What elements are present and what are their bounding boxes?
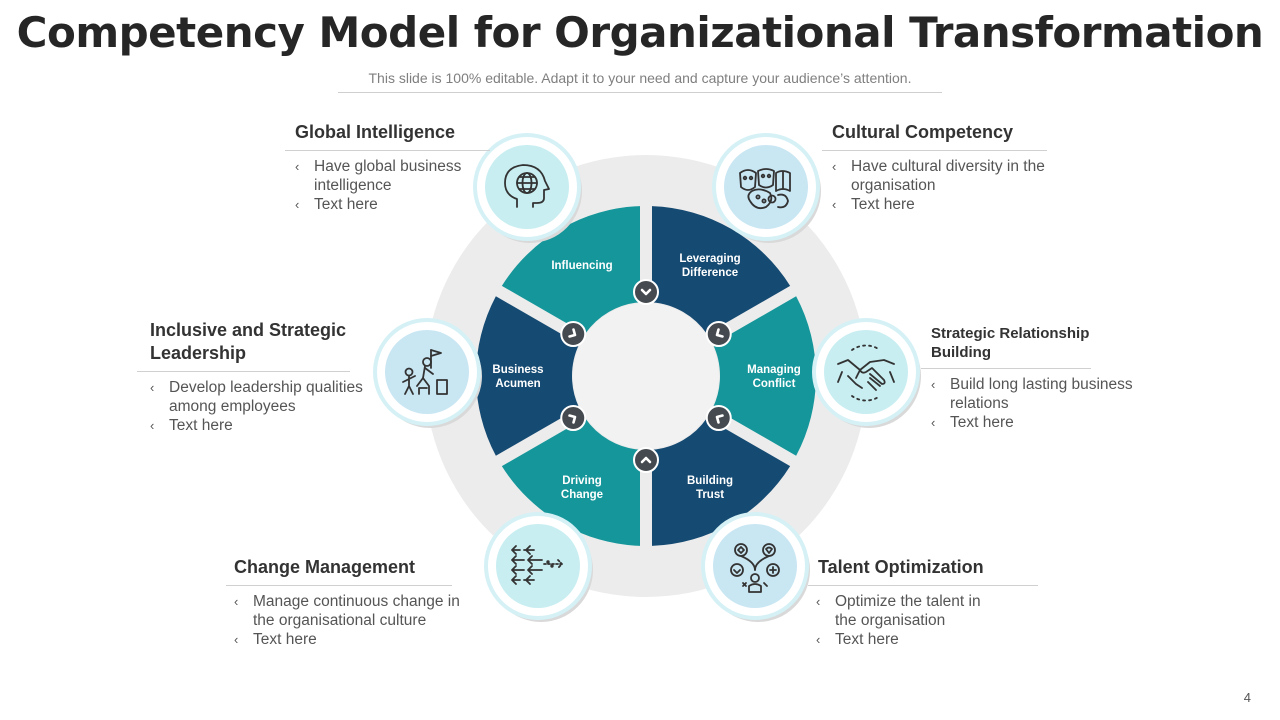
chevron-icon <box>568 414 577 424</box>
icon-badge <box>385 330 469 414</box>
connector-knob <box>560 405 587 431</box>
slide-subtitle: This slide is 100% editable. Adapt it to… <box>338 70 942 93</box>
handshake-icon <box>837 344 895 402</box>
chevron-icon <box>640 456 652 464</box>
competency-global-intelligence: Global Intelligence ‹Have global busines… <box>285 121 490 214</box>
connector-knob <box>560 321 587 347</box>
wheel-segment <box>501 418 641 546</box>
competency-title: Change Management <box>226 556 452 586</box>
bullet-item: ‹Text here <box>931 414 1014 431</box>
bullet-chevron-icon: ‹ <box>150 380 155 395</box>
wheel-segment <box>651 418 791 546</box>
bullet-chevron-icon: ‹ <box>295 197 300 212</box>
bullet-item: ‹Have cultural diversity in the organisa… <box>832 158 1045 194</box>
connector-knob <box>633 279 659 305</box>
connector-knob <box>705 405 732 431</box>
bullet-item: ‹Build long lasting business relations <box>931 376 1133 412</box>
bullet-item: ‹Text here <box>150 417 233 434</box>
bullet-chevron-icon: ‹ <box>832 197 837 212</box>
competency-title: Strategic Relationship Building <box>921 324 1091 369</box>
competency-change-management: Change Management ‹Manage continuous cha… <box>226 556 474 649</box>
slide-title: Competency Model for Organizational Tran… <box>16 8 1264 57</box>
wheel-center <box>573 303 719 449</box>
competency-title: Inclusive and Strategic Leadership <box>137 319 350 372</box>
competency-strategic-relationship-building: Strategic Relationship Building ‹Build l… <box>921 324 1147 432</box>
bullet-item: ‹Text here <box>816 631 899 648</box>
segment-label: Influencing <box>551 260 612 272</box>
bullet-chevron-icon: ‹ <box>816 632 821 647</box>
bullet-item: ‹Manage continuous change in the organis… <box>234 593 460 629</box>
competency-title: Global Intelligence <box>285 121 490 151</box>
bullet-item: ‹Text here <box>295 196 378 213</box>
bullet-chevron-icon: ‹ <box>832 159 837 174</box>
bullet-chevron-icon: ‹ <box>931 377 936 392</box>
bullet-item: ‹Optimize the talent in the organisation <box>816 593 981 629</box>
culture-masks-icon <box>739 168 791 210</box>
climbing-leader-icon <box>402 349 448 395</box>
bullet-chevron-icon: ‹ <box>295 159 300 174</box>
bullet-chevron-icon: ‹ <box>931 415 936 430</box>
competency-cultural-competency: Cultural Competency ‹Have cultural diver… <box>822 121 1047 214</box>
bullet-chevron-icon: ‹ <box>150 418 155 433</box>
arrows-change-icon <box>511 545 563 585</box>
chevron-icon <box>568 328 577 338</box>
chevron-icon <box>715 414 724 424</box>
globe-head-icon <box>504 164 550 208</box>
chevron-icon <box>715 328 724 338</box>
icon-badge <box>496 524 580 608</box>
chevron-icon <box>640 288 652 296</box>
bullet-item: ‹Text here <box>832 196 915 213</box>
bullet-chevron-icon: ‹ <box>234 594 239 609</box>
wheel-segment <box>712 296 817 456</box>
page-number: 4 <box>1243 690 1251 705</box>
competency-title: Talent Optimization <box>808 556 1038 586</box>
talent-network-icon <box>730 543 780 593</box>
wheel-segment <box>651 206 791 334</box>
competency-title: Cultural Competency <box>822 121 1047 151</box>
bullet-item: ‹Have global business intelligence <box>295 158 462 194</box>
wheel-segment <box>475 296 580 456</box>
bullet-item: ‹Develop leadership qualities among empl… <box>150 379 363 415</box>
competency-talent-optimization: Talent Optimization ‹Optimize the talent… <box>808 556 1038 649</box>
icon-badge <box>485 145 569 229</box>
bullet-item: ‹Text here <box>234 631 317 648</box>
bullet-chevron-icon: ‹ <box>234 632 239 647</box>
bullet-chevron-icon: ‹ <box>816 594 821 609</box>
connector-knob <box>633 447 659 473</box>
competency-inclusive-strategic-leadership: Inclusive and Strategic Leadership ‹Deve… <box>137 319 377 435</box>
wheel-segment <box>501 206 641 334</box>
connector-knob <box>705 321 732 347</box>
